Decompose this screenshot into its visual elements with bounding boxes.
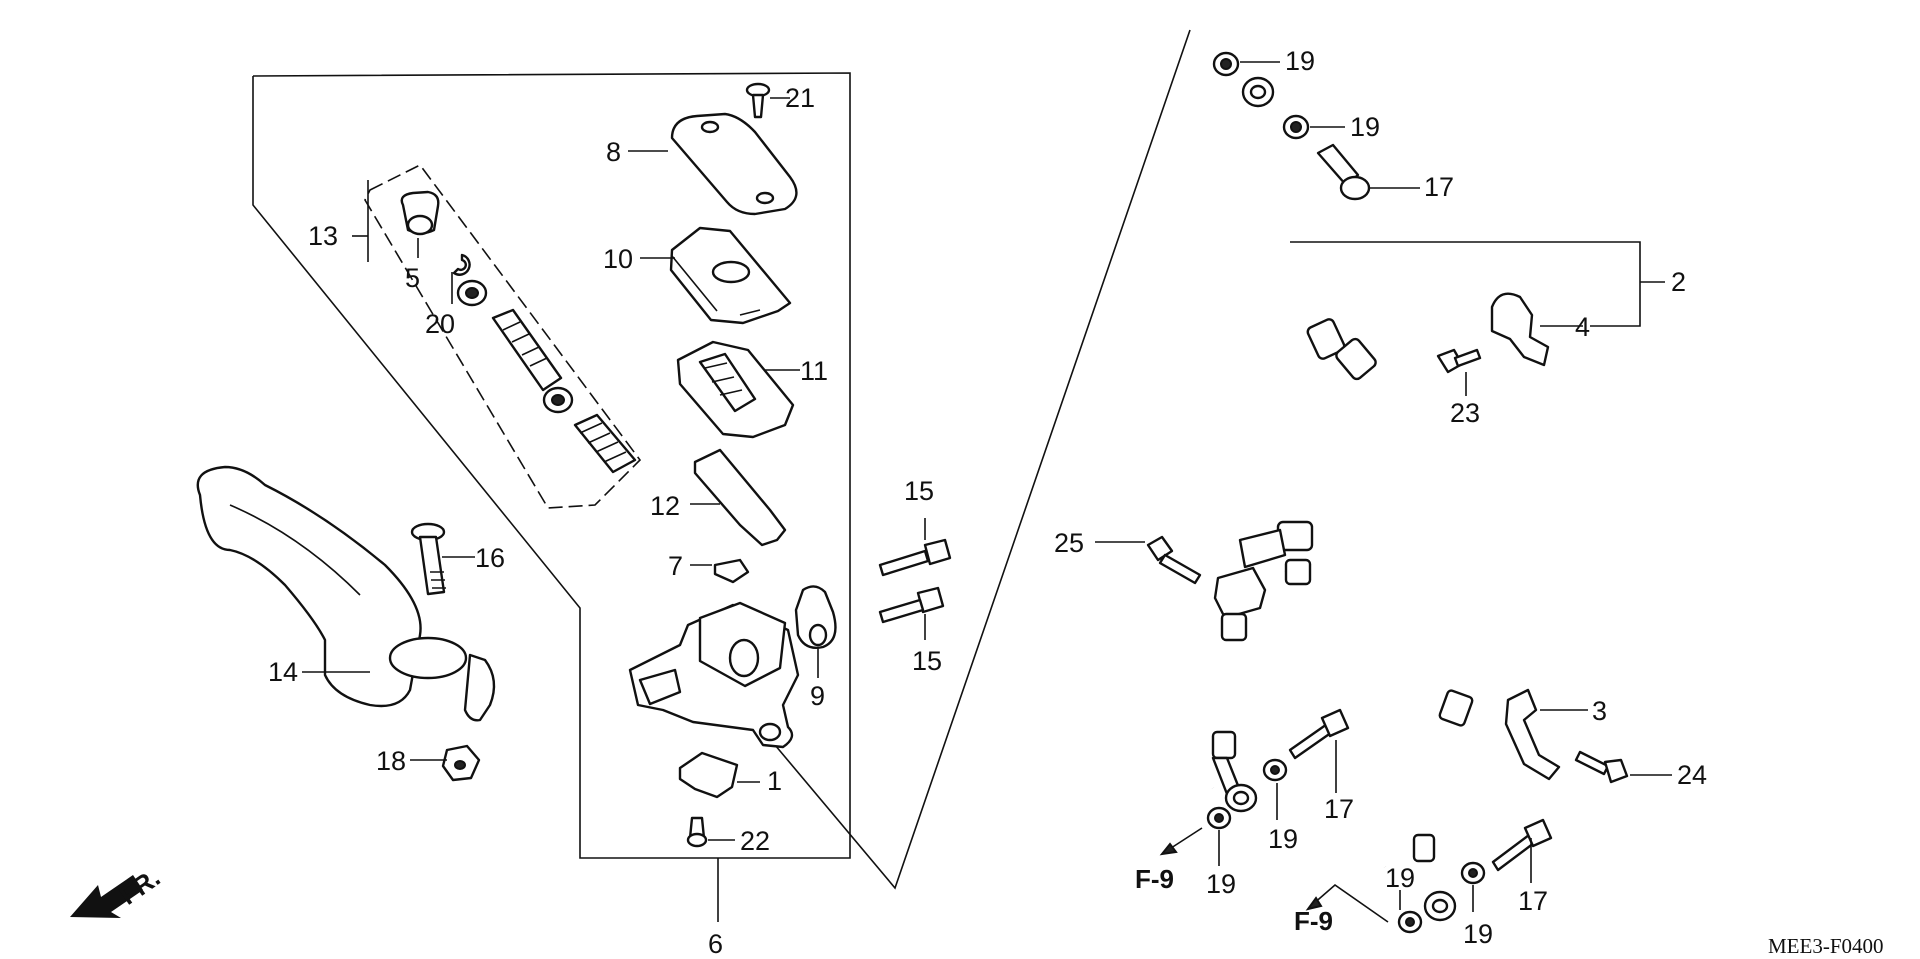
spring-clip bbox=[713, 558, 750, 584]
f9-reference-right bbox=[1305, 883, 1389, 923]
label-13: 13 bbox=[308, 221, 338, 251]
sealing-washer-r2 bbox=[1460, 861, 1486, 885]
seal-kit-outline bbox=[364, 163, 642, 509]
label-3: 3 bbox=[1592, 696, 1607, 726]
pivot-bolt bbox=[410, 522, 446, 596]
spring bbox=[573, 413, 637, 474]
sealing-washer-top bbox=[1212, 51, 1240, 77]
banjo-fitting-top bbox=[1241, 76, 1275, 108]
label-15b: 15 bbox=[912, 646, 942, 676]
hose-guide-bracket bbox=[1504, 688, 1561, 781]
seal-washer bbox=[456, 279, 488, 307]
banjo-fitting-right bbox=[1423, 890, 1457, 922]
bracket-bolt bbox=[1574, 750, 1629, 784]
joint-bolt bbox=[1146, 535, 1202, 585]
label-7: 7 bbox=[668, 551, 683, 581]
cap-screw bbox=[745, 82, 771, 119]
hose-clamp bbox=[1490, 292, 1550, 367]
label-2: 2 bbox=[1671, 267, 1686, 297]
reservoir-cap bbox=[670, 112, 798, 216]
label-19f: 19 bbox=[1463, 919, 1493, 949]
sealing-washer-l1 bbox=[1262, 758, 1288, 782]
label-19d: 19 bbox=[1206, 869, 1236, 899]
banjo-fitting-left bbox=[1224, 783, 1258, 813]
diaphragm-plate bbox=[669, 226, 792, 325]
f9-reference-left bbox=[1159, 827, 1203, 856]
label-5: 5 bbox=[405, 263, 420, 293]
label-16: 16 bbox=[475, 543, 505, 573]
leader-lines bbox=[302, 61, 1672, 912]
label-19e: 19 bbox=[1385, 863, 1415, 893]
assembly-outline bbox=[252, 72, 851, 859]
label-18: 18 bbox=[376, 746, 406, 776]
label-22: 22 bbox=[740, 826, 770, 856]
diaphragm bbox=[676, 340, 795, 439]
hose-connector-line bbox=[774, 29, 1191, 890]
label-25: 25 bbox=[1054, 528, 1084, 558]
clamp-bolt bbox=[1436, 348, 1482, 374]
label-19a: 19 bbox=[1285, 46, 1315, 76]
label-10: 10 bbox=[603, 244, 633, 274]
part-labels: 19 19 17 2 4 23 25 3 24 17 19 19 19 19 1… bbox=[268, 46, 1707, 959]
banjo-bolt-mid bbox=[1288, 708, 1350, 760]
reference-f9-right: F-9 bbox=[1294, 906, 1333, 936]
label-23: 23 bbox=[1450, 398, 1480, 428]
front-direction-arrow bbox=[70, 875, 143, 918]
sealing-washer-l2 bbox=[1206, 806, 1232, 830]
banjo-bolt-upper bbox=[1316, 143, 1371, 201]
master-cylinder-body bbox=[628, 601, 800, 749]
label-17c: 17 bbox=[1518, 886, 1548, 916]
label-19b: 19 bbox=[1350, 112, 1380, 142]
reservoir-plate bbox=[693, 448, 787, 547]
label-14: 14 bbox=[268, 657, 298, 687]
reference-f9-left: F-9 bbox=[1135, 864, 1174, 894]
label-8: 8 bbox=[606, 137, 621, 167]
label-1: 1 bbox=[767, 766, 782, 796]
holder-bolt-upper bbox=[878, 538, 952, 577]
brake-light-switch bbox=[678, 751, 739, 799]
label-21: 21 bbox=[785, 83, 815, 113]
label-24: 24 bbox=[1677, 760, 1707, 790]
label-12: 12 bbox=[650, 491, 680, 521]
label-9: 9 bbox=[810, 681, 825, 711]
sealing-washer-upper bbox=[1282, 114, 1310, 140]
brake-lever bbox=[196, 465, 496, 722]
pivot-nut bbox=[441, 744, 481, 782]
piston-boot bbox=[400, 190, 440, 236]
snap-ring bbox=[452, 253, 471, 276]
label-4: 4 bbox=[1575, 312, 1590, 342]
banjo-bolt-lower bbox=[1491, 818, 1553, 872]
switch-screw bbox=[686, 816, 708, 848]
seal-cup bbox=[542, 386, 574, 414]
sealing-washer-r1 bbox=[1397, 910, 1423, 934]
hose-joint bbox=[1213, 566, 1267, 620]
label-15a: 15 bbox=[904, 476, 934, 506]
label-17b: 17 bbox=[1324, 794, 1354, 824]
holder-bolt-lower bbox=[878, 586, 945, 624]
piston bbox=[491, 308, 563, 392]
holder-clamp bbox=[794, 585, 837, 649]
label-20: 20 bbox=[425, 309, 455, 339]
label-17a: 17 bbox=[1424, 172, 1454, 202]
label-11: 11 bbox=[800, 356, 828, 386]
diagram-code: MEE3-F0400 bbox=[1768, 934, 1884, 958]
label-19c: 19 bbox=[1268, 824, 1298, 854]
label-6: 6 bbox=[708, 929, 723, 959]
